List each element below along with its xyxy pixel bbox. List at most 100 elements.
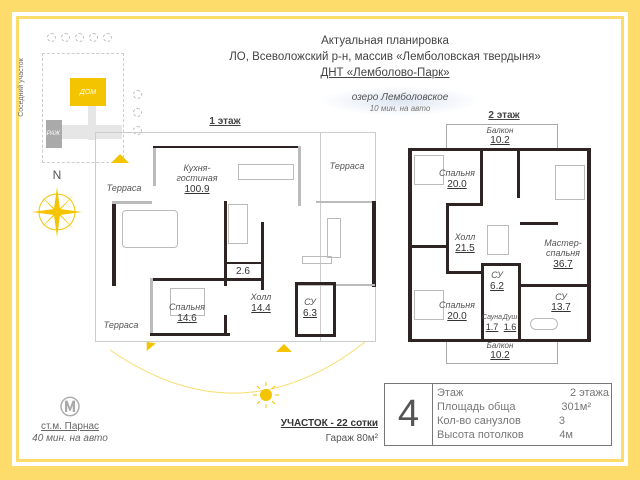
bed — [170, 288, 205, 316]
hall-area: 21.5 — [455, 243, 475, 254]
info-label: Высота потолков — [437, 429, 524, 441]
compass-rose-icon — [32, 187, 82, 237]
tree-icon — [133, 126, 142, 135]
tree-icon — [89, 33, 98, 42]
wall-window — [408, 339, 591, 342]
info-row-area: Площадь обща 301м² — [437, 400, 609, 414]
info-row-floors: Этаж 2 этажа — [437, 386, 609, 400]
sauna-area: 1.7 — [485, 322, 499, 332]
storage-area: 2.6 — [236, 266, 250, 277]
wall — [261, 222, 264, 290]
wall — [298, 146, 301, 206]
wall — [333, 282, 336, 337]
wall-window — [153, 146, 301, 148]
kitchen-island — [327, 218, 341, 258]
wall — [587, 148, 591, 342]
wc1-area: 6.2 — [490, 281, 504, 292]
sauna-label: Сауна — [481, 314, 503, 321]
wall — [316, 201, 376, 203]
sun-path — [109, 341, 366, 394]
wall — [372, 201, 376, 287]
tree-icon — [103, 33, 112, 42]
wc-area: 6.3 — [303, 308, 317, 319]
info-value: 301м² — [561, 401, 591, 413]
staircase — [228, 204, 248, 244]
metro-icon: Ⓜ — [60, 397, 80, 419]
info-value: 3 — [558, 415, 565, 427]
wall — [517, 148, 520, 198]
bedroom2-area: 20.0 — [447, 311, 467, 322]
balcony-top-label: Балкон — [486, 126, 514, 135]
header-location: ЛО, Всеволожский р-н, массив «Лемболовск… — [229, 51, 541, 63]
metro-time: 40 мин. на авто — [32, 433, 108, 444]
kitchen-label-2: гостиная — [176, 173, 218, 183]
shower-area: 1.6 — [503, 322, 517, 332]
wall — [150, 278, 264, 281]
wall — [295, 282, 335, 285]
wall — [150, 278, 153, 336]
hall-label: Холл — [454, 232, 476, 242]
shower-label: Душ — [502, 314, 518, 321]
bedroom1-area: 20.0 — [447, 179, 467, 190]
wall — [481, 263, 484, 341]
kitchen-area: 100.9 — [184, 184, 210, 195]
floor2-title: 2 этаж — [488, 110, 520, 121]
wall — [520, 222, 558, 225]
bedroom1-label: Спальня — [439, 168, 475, 178]
bed — [555, 165, 585, 200]
decorative-frame — [16, 16, 624, 462]
bedroom-label: Спальня — [169, 302, 205, 312]
wall-window — [408, 148, 590, 151]
outline — [321, 132, 376, 133]
lake-shape — [320, 86, 480, 116]
wall — [446, 203, 449, 273]
plot-boundary — [42, 53, 124, 163]
tree-icon — [47, 33, 56, 42]
info-value: 4м — [559, 429, 573, 441]
info-label: Этаж — [437, 387, 464, 399]
sofa — [122, 210, 178, 248]
path — [88, 100, 96, 140]
bar-counter — [302, 256, 332, 264]
master-label: Мастер- — [544, 238, 582, 248]
house-block: ДОМ — [70, 78, 106, 106]
wc2-area: 13.7 — [551, 302, 571, 313]
balcony-top — [446, 124, 558, 148]
garage-label: ГАРАЖ — [40, 131, 60, 137]
wc2-label: СУ — [555, 292, 567, 302]
wall — [224, 262, 264, 264]
wall — [446, 203, 483, 206]
balcony-top-area: 10.2 — [490, 135, 510, 146]
wall — [150, 333, 230, 336]
wall — [224, 201, 227, 286]
lake-name: озеро Лемболовское — [351, 92, 449, 103]
terrace-label-right: Терраса — [329, 161, 365, 171]
info-value: 2 этажа — [569, 387, 609, 399]
sun-icon — [253, 382, 279, 408]
garage-area: Гараж 80м² — [325, 433, 378, 444]
neighbor-label: Соседний участок — [17, 58, 25, 117]
master-area: 36.7 — [553, 259, 573, 270]
hall-area: 14.4 — [251, 303, 271, 314]
north-label: N — [52, 168, 62, 182]
info-label: Площадь обща — [437, 401, 516, 413]
tree-icon — [75, 33, 84, 42]
plot-size: УЧАСТОК - 22 сотки — [280, 418, 378, 429]
wall — [112, 201, 116, 286]
header-title: Актуальная планировка — [321, 35, 449, 47]
terrace-label-bottom: Терраса — [103, 320, 139, 330]
floor1-site-outline — [95, 132, 321, 342]
floor1-title: 1 этаж — [209, 116, 241, 127]
entrance-arrow-icon — [111, 154, 129, 163]
dining-table — [238, 164, 294, 180]
balcony-bottom-label: Балкон — [486, 341, 514, 350]
wall — [408, 245, 448, 248]
metro-station: ст.м. Парнас — [40, 421, 100, 432]
info-rows: Этаж 2 этажа Площадь обща 301м² Кол-во сан… — [437, 386, 609, 442]
header-community: ДНТ «Лемболово-Парк» — [320, 67, 450, 79]
bathtub — [530, 318, 558, 330]
wc1-label: СУ — [491, 270, 503, 280]
wall — [520, 284, 588, 287]
info-row-ceiling: Высота потолков 4м — [437, 428, 609, 442]
